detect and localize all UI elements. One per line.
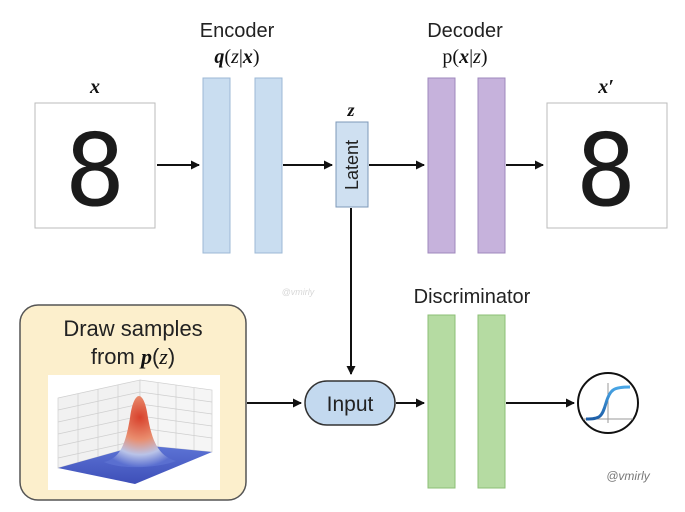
- gaussian-surface-plot: [48, 375, 220, 490]
- decoder-title: Decoder: [427, 20, 503, 42]
- encoder-layer-2: [254, 77, 283, 254]
- latent-box: [335, 121, 369, 208]
- gaussian-peak: [104, 396, 176, 468]
- discriminator: Discriminator: [414, 286, 531, 489]
- decoder-layer-1: [427, 77, 456, 254]
- encoder-layer-1: [202, 77, 231, 254]
- encoder-title: Encoder: [200, 20, 275, 42]
- discriminator-layer-1: [427, 314, 456, 489]
- input-digit-eight: 8: [65, 112, 125, 229]
- discriminator-title: Discriminator: [414, 286, 531, 308]
- center-watermark: @vmirly: [282, 287, 315, 297]
- latent-var: z: [346, 100, 354, 120]
- prior-line-2: from p(z): [91, 344, 175, 369]
- input-node: Input: [304, 380, 396, 426]
- discriminator-layer-2: [477, 314, 506, 489]
- decoder-formula: p(x|z): [442, 46, 487, 68]
- input-image-label: x: [89, 76, 100, 98]
- decoder: Decoder p(x|z): [427, 20, 506, 254]
- corner-watermark: @vmirly: [606, 469, 651, 483]
- prior-line-1: Draw samples: [63, 316, 202, 341]
- input-node-label: Input: [327, 393, 374, 416]
- plot-grid: [57, 379, 213, 469]
- sigmoid-icon: [577, 372, 639, 434]
- input-image-frame: [34, 102, 156, 229]
- output-digit-eight: 8: [576, 112, 636, 229]
- latent: z Latent: [335, 100, 369, 208]
- output-image-label: x′: [597, 76, 614, 98]
- prior-panel: Draw samples from p(z): [19, 304, 247, 501]
- encoder-formula: q(z|x): [214, 46, 259, 68]
- decoder-layer-2: [477, 77, 506, 254]
- input-pill: [304, 380, 396, 426]
- output-image-frame: [546, 102, 668, 229]
- output-image: x′ 8: [546, 76, 668, 229]
- input-image: x 8: [34, 76, 156, 229]
- encoder: Encoder q(z|x): [200, 20, 283, 254]
- latent-label: Latent: [342, 140, 362, 190]
